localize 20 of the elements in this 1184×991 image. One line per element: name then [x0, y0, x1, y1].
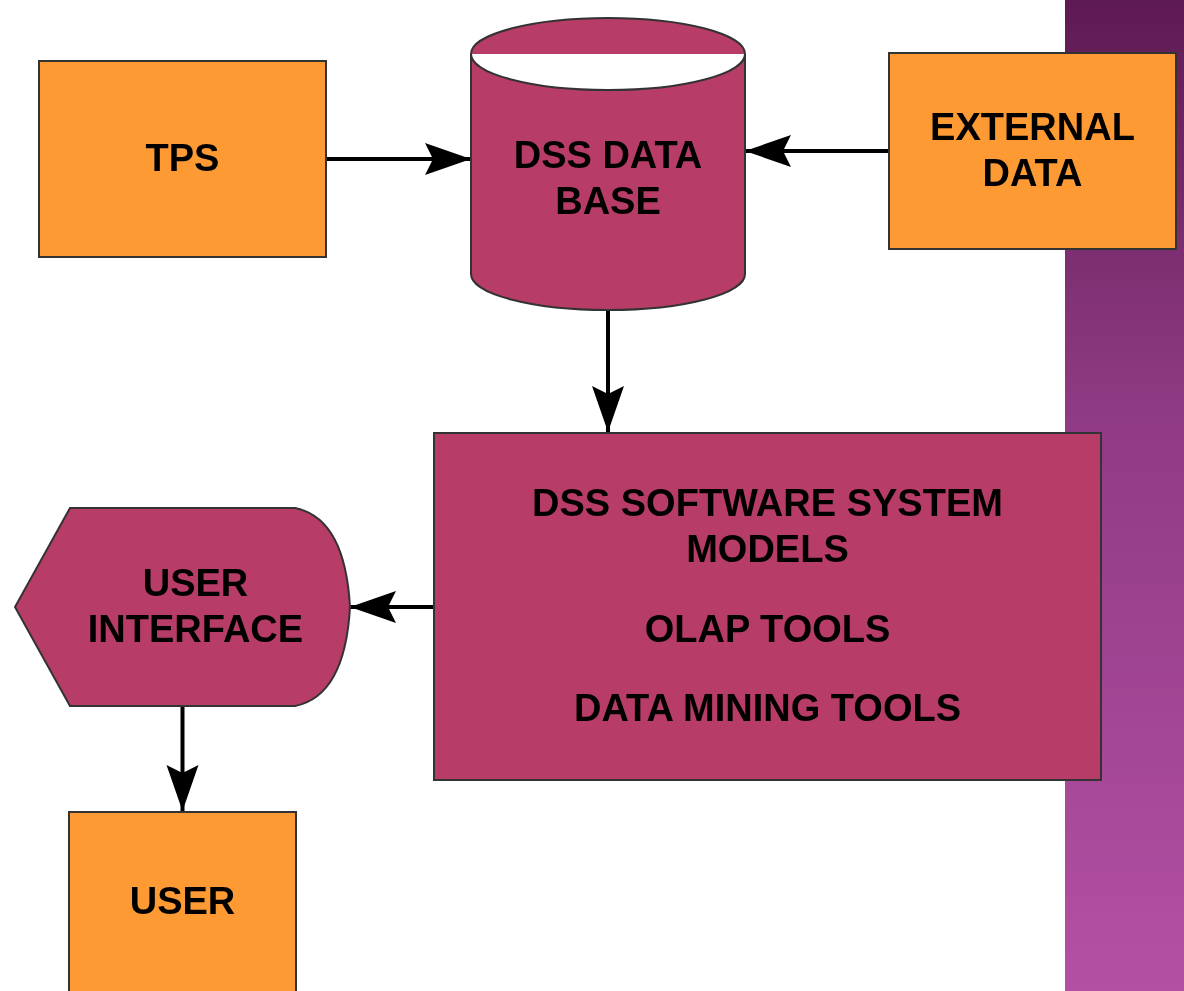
arrow: [745, 135, 888, 167]
process-box: [433, 432, 1102, 781]
arrow: [592, 310, 624, 432]
arrow: [350, 591, 433, 623]
node-label: DSS DATA BASE: [512, 133, 704, 224]
arrow: [166, 706, 199, 811]
node-label: DSS SOFTWARE SYSTEM: [532, 481, 1003, 527]
node-label: USER: [129, 879, 236, 925]
node-label: USER INTERFACE: [86, 561, 305, 652]
arrow: [327, 143, 471, 175]
process-box: [68, 811, 297, 991]
node-label: MODELS: [686, 526, 849, 572]
display-shape: [15, 508, 350, 706]
node-label: TPS: [145, 136, 220, 182]
process-box: [38, 60, 327, 258]
process-box: [888, 52, 1177, 250]
node-label: DATA MINING TOOLS: [574, 686, 961, 732]
database-cylinder: [471, 18, 745, 310]
node-label: OLAP TOOLS: [644, 606, 891, 652]
node-label: EXTERNAL DATA: [929, 105, 1136, 196]
